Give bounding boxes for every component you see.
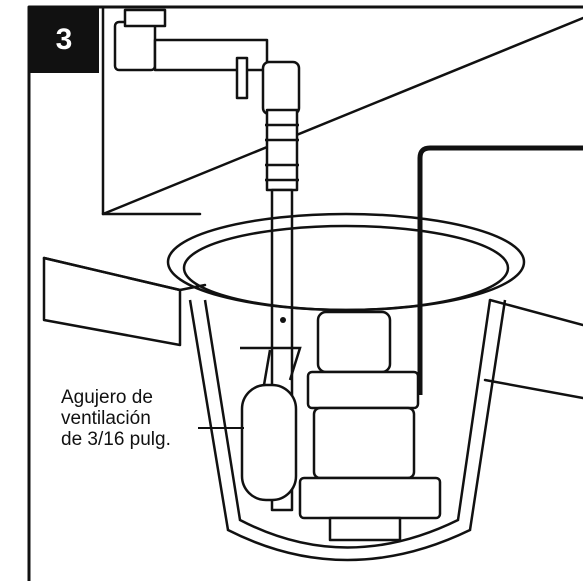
- vent-hole: [280, 317, 286, 323]
- floor-ledge-front: [42, 256, 182, 347]
- power-cord: [417, 145, 583, 395]
- float-switch: [240, 346, 302, 502]
- slab-perspective-edge: [101, 16, 583, 216]
- step-number-badge: 3: [29, 7, 99, 73]
- callout-line-3: de 3/16 pulg.: [61, 429, 171, 450]
- vent-hole-callout: Agujero de ventilación de 3/16 pulg.: [61, 387, 221, 450]
- sump-basin: [166, 212, 526, 562]
- floor-ledge-top: [42, 256, 182, 292]
- callout-line-1: Agujero de: [61, 387, 153, 408]
- floor-line-right-lower: [483, 378, 583, 400]
- callout-line-2: ventilación: [61, 408, 151, 429]
- diagram-frame: [27, 5, 583, 581]
- step-number: 3: [55, 23, 73, 56]
- pump-body: [298, 310, 442, 542]
